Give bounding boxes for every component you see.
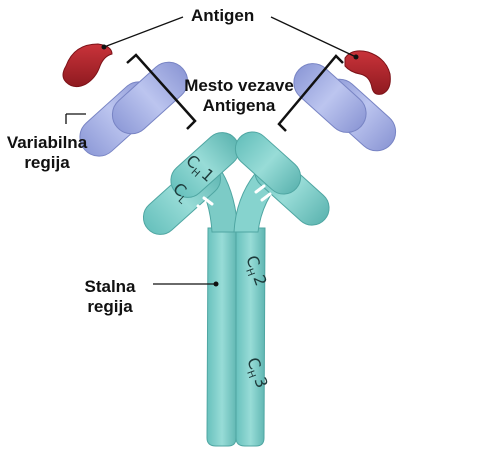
left-antigen-pointer-dot xyxy=(101,44,107,50)
binding-site-label-line1: Mesto vezave xyxy=(184,76,294,95)
constant-region-pointer-dot xyxy=(213,281,219,287)
left-arm xyxy=(79,61,240,235)
left-vh-domain xyxy=(111,61,189,135)
right-antigen-pointer-dot xyxy=(353,54,359,60)
variable-region-label-line2: regija xyxy=(24,153,70,172)
binding-site-label: Mesto vezave Antigena xyxy=(166,76,312,116)
right-arm xyxy=(234,63,397,226)
left-binding-site-bracket xyxy=(126,53,197,130)
left-ch1-domain xyxy=(170,132,240,198)
left-antigen xyxy=(62,43,113,88)
disulfide-bonds xyxy=(196,184,272,214)
right-binding-site-bracket xyxy=(277,54,344,132)
constant-region-label-line1: Stalna xyxy=(84,277,136,296)
constant-region-label: Stalna regija xyxy=(70,277,150,317)
binding-site-label-line2: Antigena xyxy=(202,96,276,115)
constant-region-label-line2: regija xyxy=(87,297,133,316)
antigen-label: Antigen xyxy=(191,6,255,25)
variable-region-label: Variabilna regija xyxy=(2,133,92,173)
right-antigen xyxy=(344,50,391,95)
right-vh-domain xyxy=(293,63,367,133)
leader-lines xyxy=(65,16,357,285)
right-ch1-domain xyxy=(234,131,302,195)
variable-region-label-line1: Variabilna xyxy=(6,133,88,152)
